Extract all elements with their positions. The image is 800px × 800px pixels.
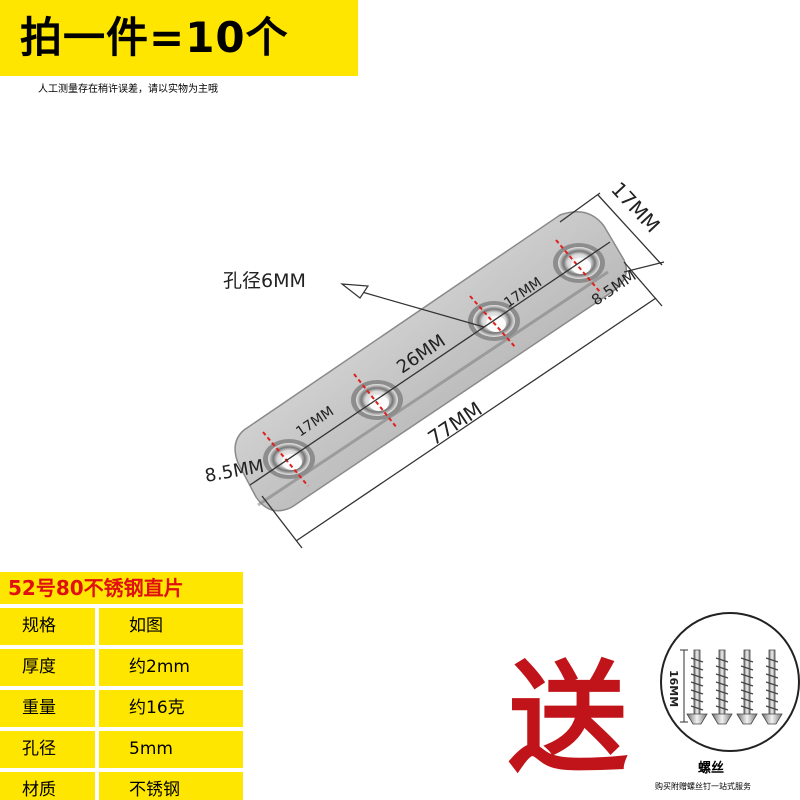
spec-table: 规格 如图 厚度 约2mm 重量 约16克 孔径 5mm 材质 不锈钢 (0, 608, 243, 800)
spec-row: 重量 约16克 (0, 690, 243, 731)
hole-label-leader (340, 283, 485, 328)
spec-title-bar: 52号80不锈钢直片 (0, 572, 243, 604)
spec-value: 约2mm (99, 649, 243, 686)
screw-1 (686, 649, 708, 725)
spec-key: 孔径 (0, 731, 95, 768)
spec-row: 孔径 5mm (0, 731, 243, 772)
screw-2 (711, 649, 733, 725)
length-dimension (261, 261, 663, 549)
spec-title: 52号80不锈钢直片 (8, 576, 184, 600)
hole-diameter-label: 孔径6MM (223, 270, 306, 292)
screw-size-label: 16MM (667, 670, 680, 707)
spec-key: 重量 (0, 690, 95, 727)
spec-key: 材质 (0, 772, 95, 800)
spec-key: 规格 (0, 608, 95, 645)
spec-key: 厚度 (0, 649, 95, 686)
hole-centerlines (262, 239, 601, 487)
screw-size-marker (680, 649, 688, 723)
banner-title: 拍一件=10个 (20, 13, 289, 62)
width-dimension (559, 192, 665, 273)
screw-3 (736, 649, 758, 725)
title-banner: 拍一件=10个 (0, 0, 358, 76)
spec-value: 5mm (99, 731, 243, 768)
center-dimension-line (249, 241, 611, 486)
steel-plate (234, 211, 627, 512)
screw-illustration: 16MM (660, 612, 800, 752)
spec-value: 如图 (99, 608, 243, 645)
width-dimension-label: 17MM (606, 177, 664, 237)
spec-row: 材质 不锈钢 (0, 772, 243, 800)
spec-value: 约16克 (99, 690, 243, 727)
disclaimer-text: 人工测量存在稍许误差，请以实物为主哦 (38, 84, 218, 95)
spec-row: 厚度 约2mm (0, 649, 243, 690)
spec-row: 规格 如图 (0, 608, 243, 649)
screw-name: 螺丝 (698, 761, 725, 776)
screw-note: 购买附赠螺丝钉一站式服务 (655, 782, 751, 791)
screw-4 (761, 649, 783, 725)
spec-value: 不锈钢 (99, 772, 243, 800)
screws-graphic: 16MM (667, 649, 783, 725)
gift-label: 送 (508, 650, 628, 789)
